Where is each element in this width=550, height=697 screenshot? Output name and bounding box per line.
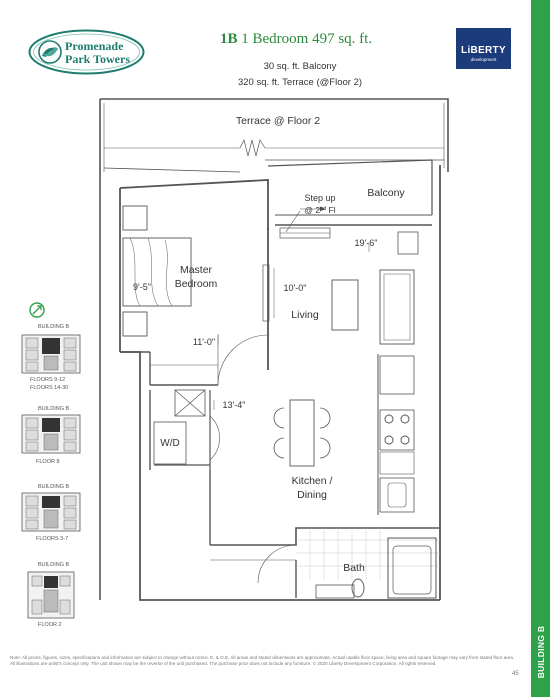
compass-icon: [29, 302, 45, 318]
key-plan-building-label: BUILDING B: [38, 484, 70, 490]
dining-label: Dining: [297, 489, 327, 501]
balcony-area: 30 sq. ft. Balcony: [263, 61, 337, 72]
swirl-icon: [38, 40, 62, 64]
key-plan-floors-label: FLOOR 2: [38, 622, 62, 628]
living-dimension: 10'-0": [284, 283, 307, 293]
key-plan-floors-3-7: [21, 492, 81, 532]
washer-dryer-label: W/D: [160, 438, 179, 449]
kitchen-dimension: 13'-4": [223, 400, 246, 410]
terrace-area: 320 sq. ft. Terrace (@Floor 2): [237, 77, 363, 88]
liberty-logo: LiBERTY development: [456, 28, 511, 69]
key-plan-floors-label: FLOORS 9-12: [30, 377, 66, 383]
key-plan-floor-2: [27, 571, 75, 619]
terrace-label: Terrace @ Floor 2: [236, 115, 320, 127]
unit-title: 1B 1 Bedroom 497 sq. ft.: [220, 31, 373, 47]
balcony-dimension: 19'-6": [355, 238, 378, 248]
step-up-label: Step up: [304, 193, 335, 203]
key-plan-floor-8: [21, 414, 81, 454]
legal-disclaimer: Note: All prices, figures, sizes, specif…: [10, 655, 515, 666]
master-bedroom-label-2: Bedroom: [175, 278, 218, 290]
key-plan-building-label: BUILDING B: [38, 406, 70, 412]
balcony-label: Balcony: [367, 187, 405, 199]
key-plan-floors-label: FLOOR 8: [36, 459, 60, 465]
living-label: Living: [291, 309, 319, 321]
step-up-floor-label: @ 2nd Fl: [304, 205, 335, 215]
side-accent-bar: [531, 0, 550, 697]
bath-label: Bath: [343, 562, 365, 574]
logo-wordmark: Promenade Park Towers: [65, 39, 131, 66]
key-plan-floors-label: FLOORS 14-30: [30, 385, 69, 391]
key-plan-floors-label: FLOORS 3-7: [36, 536, 69, 542]
kitchen-label: Kitchen /: [292, 475, 333, 487]
page-number: 45: [512, 671, 519, 677]
key-plan-building-label: BUILDING B: [38, 324, 70, 330]
bedroom-width-dimension: 9'-5": [133, 282, 151, 292]
promenade-logo: [28, 29, 145, 75]
bedroom-length-dimension: 11'-0": [193, 337, 215, 347]
key-plan-floors-9-30: [21, 334, 81, 374]
key-plan-building-label: BUILDING B: [38, 562, 70, 568]
master-bedroom-label: Master: [180, 264, 213, 276]
